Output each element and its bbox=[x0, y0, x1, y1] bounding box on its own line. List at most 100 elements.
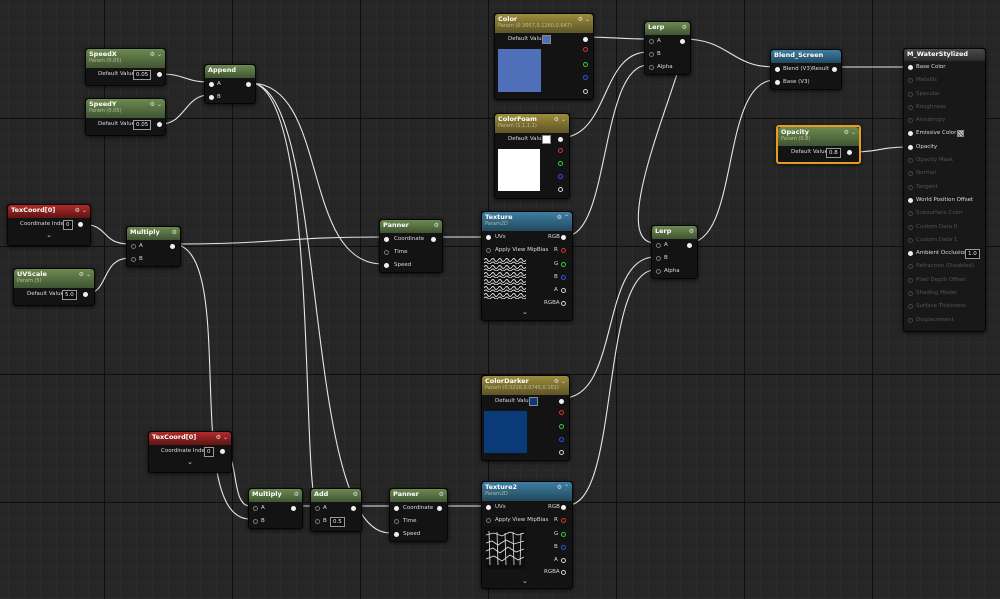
input-pin-a[interactable] bbox=[131, 244, 136, 249]
gear-icon[interactable]: ⚙ ⌄ bbox=[553, 378, 566, 385]
lerp-node-2[interactable]: Lerp⚙ A B Alpha bbox=[651, 225, 698, 279]
material-input-row[interactable]: Emissive Color bbox=[904, 127, 985, 140]
input-pin-uvs[interactable] bbox=[486, 235, 491, 240]
input-pin-b[interactable] bbox=[315, 519, 320, 524]
input-pin[interactable] bbox=[908, 144, 913, 150]
output-pin-g[interactable] bbox=[561, 262, 566, 267]
input-pin-blend[interactable] bbox=[775, 67, 780, 72]
material-input-row[interactable]: Roughness bbox=[904, 101, 985, 114]
multiply-node-2[interactable]: Multiply⚙ A B bbox=[248, 488, 303, 529]
output-pin[interactable] bbox=[680, 39, 685, 44]
gear-icon[interactable]: ⚙ ⌄ bbox=[149, 51, 162, 58]
output-pin-a[interactable] bbox=[583, 89, 588, 94]
material-input-row[interactable]: Opacity bbox=[904, 141, 985, 154]
gear-icon[interactable]: ⚙ ⌃ bbox=[556, 484, 569, 491]
output-pin[interactable] bbox=[291, 506, 296, 511]
input-pin[interactable] bbox=[908, 91, 913, 97]
output-pin-r[interactable] bbox=[561, 248, 566, 253]
input-pin[interactable] bbox=[908, 304, 913, 310]
output-pin-b[interactable] bbox=[561, 275, 566, 280]
output-pin-g[interactable] bbox=[558, 161, 563, 166]
input-pin-a[interactable] bbox=[649, 39, 654, 44]
output-pin-b[interactable] bbox=[559, 437, 564, 442]
output-pin-b[interactable] bbox=[561, 545, 566, 550]
chevron-down-icon[interactable]: ⌄ bbox=[46, 231, 52, 239]
input-pin-speed[interactable] bbox=[384, 263, 389, 268]
gear-icon[interactable]: ⚙ ⌄ bbox=[577, 16, 590, 23]
output-pin[interactable] bbox=[83, 292, 88, 297]
material-input-row[interactable]: Normal bbox=[904, 167, 985, 180]
input-pin-b[interactable] bbox=[131, 257, 136, 262]
texcoord-node-2[interactable]: TexCoord[0]⚙ ⌄ Coordinate Index 0 ⌄ bbox=[148, 431, 232, 473]
input-pin[interactable] bbox=[908, 118, 913, 124]
input-pin-b[interactable] bbox=[209, 95, 214, 100]
output-pin-rgb[interactable] bbox=[561, 235, 566, 240]
gear-icon[interactable]: ⚙ ⌄ bbox=[74, 207, 87, 214]
input-pin[interactable] bbox=[908, 317, 913, 323]
gear-icon[interactable]: ⚙ ⌃ bbox=[556, 214, 569, 221]
gear-icon[interactable]: ⚙ bbox=[433, 222, 439, 229]
input-pin-mipbias[interactable] bbox=[486, 248, 491, 253]
gear-icon[interactable]: ⚙ bbox=[293, 491, 299, 498]
input-pin-alpha[interactable] bbox=[649, 65, 654, 70]
append-node[interactable]: Append A B bbox=[204, 64, 256, 104]
input-pin[interactable] bbox=[908, 78, 913, 84]
material-input-row[interactable]: Surface Thickness bbox=[904, 300, 985, 313]
output-pin[interactable] bbox=[170, 244, 175, 249]
input-pin-speed[interactable] bbox=[394, 532, 399, 537]
input-pin[interactable] bbox=[908, 291, 913, 297]
input-pin[interactable] bbox=[908, 277, 913, 283]
multiply-node-1[interactable]: Multiply⚙ A B bbox=[126, 226, 181, 267]
material-input-row[interactable]: Refraction (Disabled) bbox=[904, 260, 985, 273]
output-pin-rgb[interactable] bbox=[583, 37, 588, 42]
gear-icon[interactable]: ⚙ bbox=[352, 491, 358, 498]
input-pin[interactable] bbox=[908, 211, 913, 217]
output-pin-a[interactable] bbox=[561, 288, 566, 293]
input-pin[interactable] bbox=[908, 224, 913, 230]
input-pin[interactable] bbox=[908, 264, 913, 270]
output-pin[interactable] bbox=[220, 449, 225, 454]
output-pin-a[interactable] bbox=[561, 558, 566, 563]
input-pin[interactable] bbox=[908, 104, 913, 110]
input-pin-coordinate[interactable] bbox=[384, 237, 389, 242]
output-pin[interactable] bbox=[847, 150, 852, 155]
output-pin-rgb[interactable] bbox=[559, 399, 564, 404]
gear-icon[interactable]: ⚙ ⌄ bbox=[553, 116, 566, 123]
output-pin-result[interactable] bbox=[832, 67, 837, 72]
material-input-row[interactable]: Anisotropy bbox=[904, 114, 985, 127]
output-pin-rgba[interactable] bbox=[561, 570, 566, 575]
output-pin[interactable] bbox=[431, 237, 436, 242]
output-pin-b[interactable] bbox=[583, 75, 588, 80]
input-pin-b[interactable] bbox=[656, 256, 661, 261]
default-value-field[interactable]: 0.8 bbox=[826, 148, 841, 158]
material-input-row[interactable]: Subsurface Color bbox=[904, 207, 985, 220]
material-input-row[interactable]: World Position Offset bbox=[904, 194, 985, 207]
coordinate-index-field[interactable]: 0 bbox=[63, 220, 73, 230]
material-input-row[interactable]: Pixel Depth Offset bbox=[904, 274, 985, 287]
input-pin-coordinate[interactable] bbox=[394, 506, 399, 511]
output-pin[interactable] bbox=[246, 82, 251, 87]
default-value-field[interactable]: 5.0 bbox=[62, 290, 77, 300]
output-pin-rgb[interactable] bbox=[558, 137, 563, 142]
color-swatch[interactable] bbox=[529, 397, 538, 406]
input-pin-b[interactable] bbox=[649, 52, 654, 57]
default-value-field[interactable]: 0.05 bbox=[133, 120, 152, 130]
ambient-occlusion-field[interactable]: 1.0 bbox=[965, 249, 980, 260]
chevron-down-icon[interactable]: ⌄ bbox=[187, 458, 193, 466]
input-pin[interactable] bbox=[908, 65, 913, 70]
material-input-row[interactable]: Metallic bbox=[904, 74, 985, 87]
input-pin[interactable] bbox=[908, 131, 913, 137]
material-input-row[interactable]: Base Color bbox=[904, 61, 985, 74]
gear-icon[interactable]: ⚙ bbox=[438, 491, 444, 498]
output-pin-r[interactable] bbox=[561, 518, 566, 523]
output-pin-a[interactable] bbox=[559, 450, 564, 455]
coordinate-index-field[interactable]: 0 bbox=[204, 447, 214, 457]
gear-icon[interactable]: ⚙ ⌄ bbox=[78, 271, 91, 278]
material-input-row[interactable]: Custom Data 0 bbox=[904, 221, 985, 234]
